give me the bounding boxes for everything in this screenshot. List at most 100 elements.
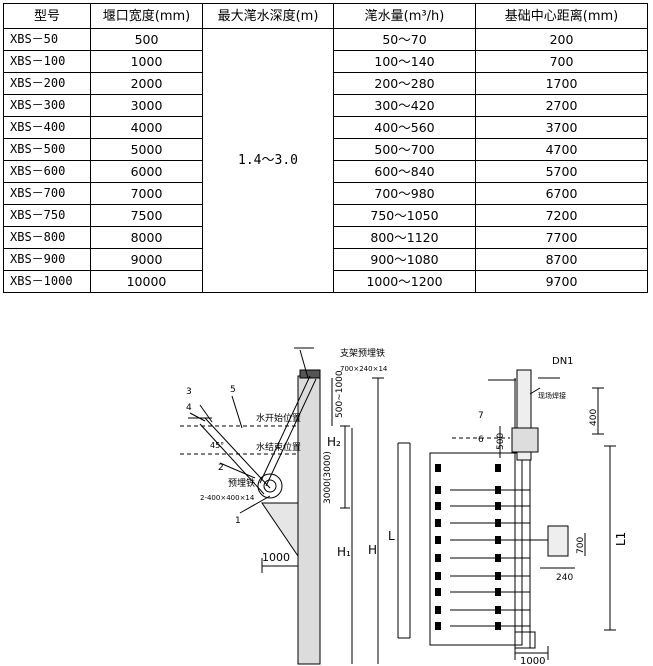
label-dim-3000: 3000(3000) — [323, 451, 333, 504]
label-dim-1000-right: 1000 — [520, 656, 545, 666]
cell-width: 1000 — [90, 50, 203, 73]
cell-width: 6000 — [90, 160, 203, 183]
label-dim-240: 240 — [556, 573, 573, 583]
cell-flow: 400～560 — [333, 116, 476, 139]
bolt-mark — [435, 572, 441, 580]
cell-width: 9000 — [90, 248, 203, 271]
cell-center: 6700 — [475, 182, 648, 205]
cell-center: 1700 — [475, 72, 648, 95]
cell-flow: 700～980 — [333, 182, 476, 205]
label-part-3: 3 — [186, 387, 192, 397]
cell-flow: 800～1120 — [333, 226, 476, 249]
bolt-mark — [435, 519, 441, 527]
label-part-7: 7 — [478, 411, 484, 421]
label-dim-400: 400 — [589, 409, 599, 426]
label-dim-500-right: 500 — [496, 433, 506, 450]
decanter-frame — [429, 452, 523, 646]
cell-model: XBS－800 — [3, 226, 91, 249]
cell-width: 500 — [90, 28, 203, 51]
cell-model: XBS－400 — [3, 116, 91, 139]
cell-width: 7500 — [90, 204, 203, 227]
cell-center: 2700 — [475, 94, 648, 117]
label-part-6: 6 — [478, 435, 484, 445]
label-dim-700: 700 — [576, 537, 586, 554]
header-model: 型号 — [3, 3, 91, 29]
header-flow: 滗水量(m³/h) — [333, 3, 476, 29]
bolt-mark — [435, 464, 441, 472]
header-center: 基础中心距离(mm) — [475, 3, 648, 29]
bolt-mark — [495, 606, 501, 614]
cell-model: XBS－900 — [3, 248, 91, 271]
bolt-mark — [435, 606, 441, 614]
cell-width: 5000 — [90, 138, 203, 161]
bolt-mark — [435, 588, 441, 596]
label-part-5: 5 — [230, 385, 236, 395]
label-weld: 现场焊接 — [538, 391, 566, 400]
label-part-2: 2 — [218, 463, 224, 473]
decanter-arm — [259, 375, 311, 484]
label-water-end: 水结束位置 — [256, 441, 301, 453]
cell-flow: 900～1080 — [333, 248, 476, 271]
cell-model: XBS－200 — [3, 72, 91, 95]
cell-center: 4700 — [475, 138, 648, 161]
tank-wall — [297, 375, 321, 665]
cell-model: XBS－100 — [3, 50, 91, 73]
cell-width: 2000 — [90, 72, 203, 95]
bolt-mark — [495, 622, 501, 630]
cell-flow: 200～280 — [333, 72, 476, 95]
cell-width: 10000 — [90, 270, 203, 293]
cell-model: XBS－50 — [3, 28, 91, 51]
cell-flow: 600～840 — [333, 160, 476, 183]
cell-center: 700 — [475, 50, 648, 73]
label-h2: H₂ — [327, 435, 341, 449]
cell-center: 200 — [475, 28, 648, 51]
cell-width: 7000 — [90, 182, 203, 205]
cell-width: 3000 — [90, 94, 203, 117]
bolt-mark — [435, 536, 441, 544]
cell-flow: 750～1050 — [333, 204, 476, 227]
cell-width: 8000 — [90, 226, 203, 249]
pivot-circle — [257, 473, 283, 499]
bolt-mark — [495, 464, 501, 472]
cell-center: 8700 — [475, 248, 648, 271]
cell-model: XBS－1000 — [3, 270, 91, 293]
header-width: 堰口宽度(mm) — [90, 3, 203, 29]
label-h1: H₁ — [337, 545, 351, 559]
bolt-mark — [495, 486, 501, 494]
label-h: H — [368, 543, 377, 557]
label-dim-1000-left: 1000 — [262, 551, 290, 564]
label-embedded-plate: 预埋铁 — [228, 477, 255, 489]
cell-max-depth: 1.4～3.0 — [202, 28, 334, 293]
cell-model: XBS－500 — [3, 138, 91, 161]
cell-flow: 500～700 — [333, 138, 476, 161]
label-support-plate: 支架预埋铁 — [340, 347, 385, 359]
label-support-plate-size: 700×240×14 — [340, 365, 388, 373]
label-angle: 45° — [210, 441, 224, 450]
cell-width: 4000 — [90, 116, 203, 139]
bolt-mark — [435, 502, 441, 510]
label-part-4: 4 — [186, 403, 192, 413]
cell-center: 7700 — [475, 226, 648, 249]
table-header-row: 型号 堰口宽度(mm) 最大滗水深度(m) 滗水量(m³/h) 基础中心距离(m… — [3, 3, 648, 29]
cell-model: XBS－300 — [3, 94, 91, 117]
bolt-mark — [495, 519, 501, 527]
bolt-mark — [495, 502, 501, 510]
label-l1: L1 — [614, 532, 628, 546]
bolt-mark — [435, 622, 441, 630]
label-dim-500-1000: 500~1000 — [335, 370, 345, 418]
cell-flow: 300～420 — [333, 94, 476, 117]
cell-model: XBS－700 — [3, 182, 91, 205]
wall-foundation — [261, 502, 299, 558]
bolt-mark — [435, 486, 441, 494]
bolt-mark — [495, 554, 501, 562]
assembly-drawing: 支架预埋铁 700×240×14 水开始位置 水结束位置 预埋铁 2-400×4… — [180, 347, 628, 666]
